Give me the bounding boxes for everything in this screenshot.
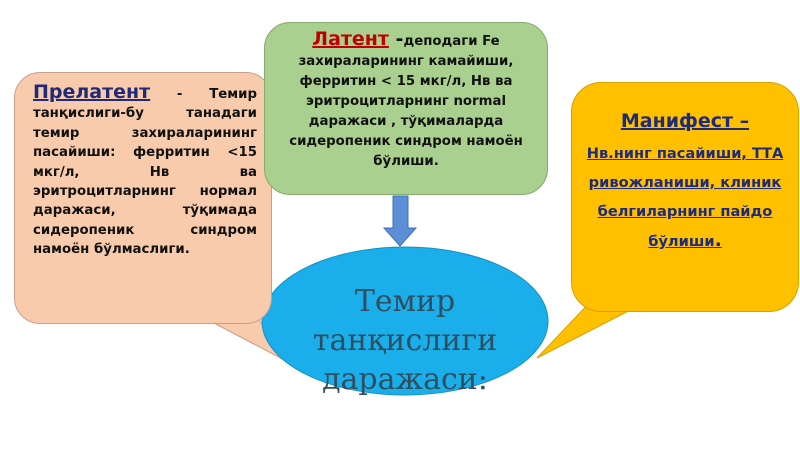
manifest-callout: Манифест – Нв.нинг пасайиши, ТТА ривожла… <box>571 82 799 312</box>
manifest-body: Нв.нинг пасайиши, ТТА ривожланиши, клини… <box>586 145 784 250</box>
prelatent-title: Прелатент <box>33 81 151 103</box>
latent-body: деподаги Fe захираларининг камайиши, фер… <box>289 34 523 169</box>
prelatent-callout: Прелатент - Темир танқислиги-бу танадаги… <box>14 72 272 324</box>
latent-callout: Латент -деподаги Fe захираларининг камай… <box>264 22 548 195</box>
latent-dash: - <box>388 28 404 50</box>
manifest-title: Манифест – <box>620 110 750 132</box>
center-ellipse <box>261 246 549 396</box>
latent-title: Латент <box>312 28 389 50</box>
prelatent-body: - Темир танқислиги-бу танадаги темир зах… <box>33 87 257 258</box>
down-arrow-icon <box>382 195 418 247</box>
manifest-end: . <box>714 229 722 251</box>
center-label: Темир танқислиги даражаси: <box>312 284 498 397</box>
